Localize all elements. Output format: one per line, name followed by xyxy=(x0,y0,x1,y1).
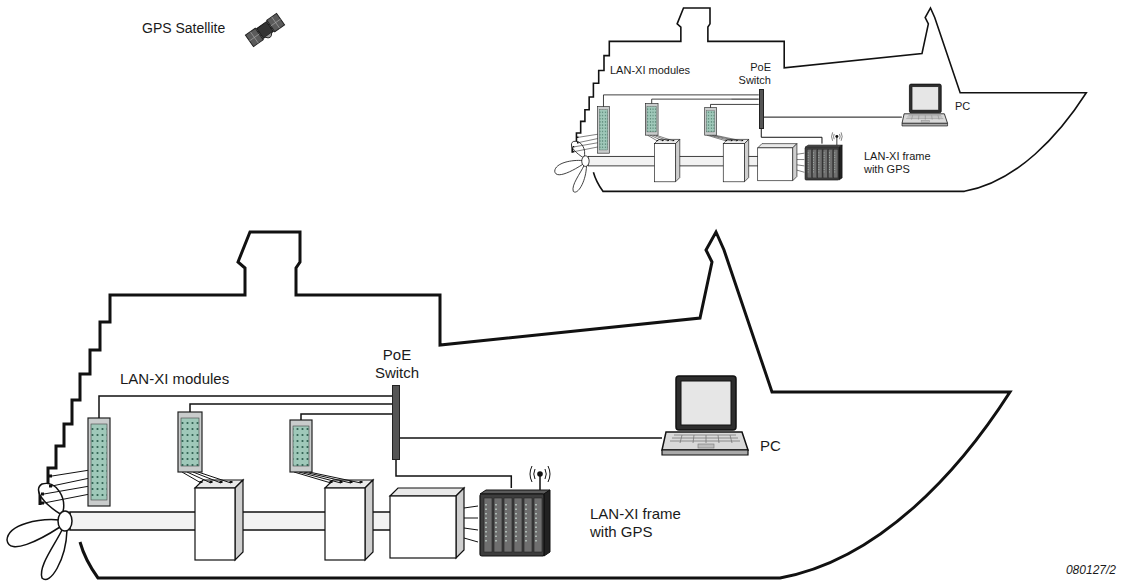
laptop-icon xyxy=(662,372,750,462)
frame-drawing xyxy=(480,466,550,556)
poe-switch: PoE Switch xyxy=(759,89,764,129)
part-label: LAN-XI frame with GPS xyxy=(864,150,939,176)
frame-icon xyxy=(478,488,552,558)
figure-number: 080127/2 xyxy=(1066,563,1116,577)
pc-laptop: PC xyxy=(662,372,750,462)
part-label: PoE Switch xyxy=(367,346,427,382)
network-cable xyxy=(731,99,759,100)
part-label: PC xyxy=(955,100,970,113)
lan-xi-frame: LAN-XI frame with GPS xyxy=(804,144,843,181)
network-cable xyxy=(400,437,662,439)
network-cable xyxy=(764,117,902,118)
small-ship xyxy=(555,8,1087,192)
satellite-icon xyxy=(245,13,285,48)
network-cable xyxy=(761,129,822,144)
part-label: LAN-XI modules xyxy=(610,64,690,77)
panel-grid xyxy=(245,13,284,46)
pc-laptop: PC xyxy=(902,82,949,130)
poe-switch: PoE Switch xyxy=(392,385,400,460)
satellite-label: GPS Satellite xyxy=(142,20,225,37)
module-group: LAN-XI modules xyxy=(594,81,731,154)
laptop-drawing xyxy=(662,376,748,455)
lan-xi-frame: LAN-XI frame with GPS xyxy=(478,488,552,558)
large-ship xyxy=(7,232,1010,579)
part-label: PoE Switch xyxy=(731,61,771,87)
satellite-dish xyxy=(265,33,273,40)
part-label: PC xyxy=(760,437,781,455)
network-cable xyxy=(396,460,511,488)
network-cable xyxy=(340,403,392,405)
frame-drawing xyxy=(805,132,842,180)
part-label: LAN-XI frame with GPS xyxy=(590,505,700,541)
part-label: LAN-XI modules xyxy=(120,370,229,388)
laptop-icon xyxy=(902,82,949,130)
module-group: LAN-XI modules xyxy=(82,370,340,508)
laptop-drawing xyxy=(902,84,948,126)
frame-icon xyxy=(804,144,843,181)
